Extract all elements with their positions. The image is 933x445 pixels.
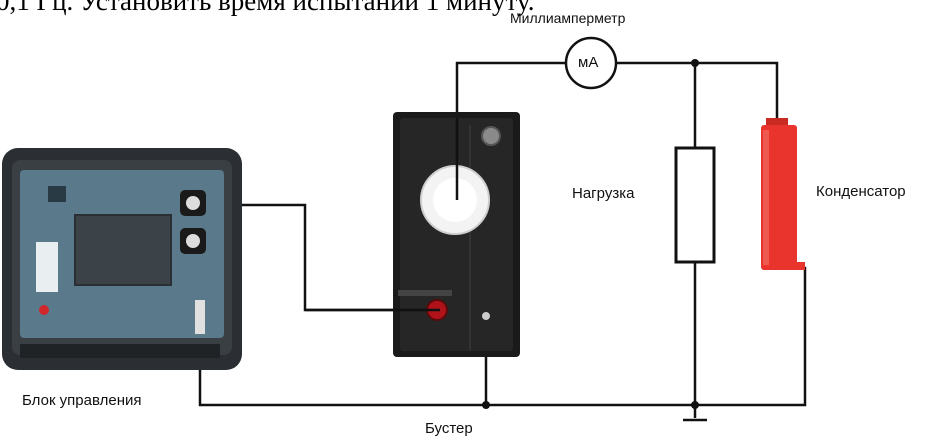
milliammeter-label: Миллиамперметр [510, 10, 626, 26]
booster-device [393, 112, 520, 357]
capacitor-label: Конденсатор [816, 183, 906, 200]
milliammeter-circle [564, 36, 618, 90]
control-unit-label: Блок управления [22, 392, 142, 409]
load-label: Нагрузка [572, 185, 635, 202]
junction-dots [482, 59, 699, 409]
control-unit-device [2, 148, 242, 370]
wire-ma-to-capacitor [617, 61, 779, 122]
ma-symbol-label: мА [578, 54, 599, 71]
capacitor [761, 118, 805, 270]
load-resistor [674, 146, 716, 264]
booster-label: Бустер [425, 420, 473, 437]
header-text-fragment: 0,1 Гц. Установить время испытаний 1 мин… [0, 0, 535, 16]
